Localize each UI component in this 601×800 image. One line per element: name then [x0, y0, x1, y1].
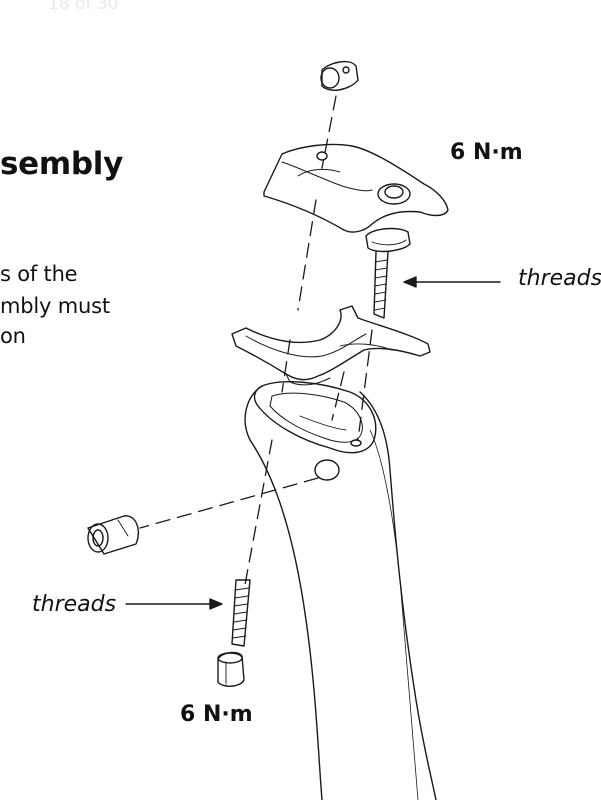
- side-barrel-pin: [87, 515, 140, 555]
- upper-saddle-clamp: [263, 143, 449, 233]
- body-text-line-1: s of the: [0, 262, 78, 286]
- assembly-axis-lines: [139, 95, 373, 591]
- seatpost-shaft: [244, 381, 437, 800]
- threads-callout-top: threads: [518, 266, 601, 291]
- page-counter: 18 of 30: [48, 0, 119, 14]
- section-heading: sembly: [0, 146, 124, 182]
- callout-arrow-top: [403, 276, 501, 288]
- top-barrel-pin: [320, 60, 359, 91]
- body-text-line-2: mbly must: [0, 294, 110, 318]
- upper-clamp-bolt: [365, 227, 411, 319]
- torque-label-bottom: 6 N·m: [180, 702, 253, 727]
- body-text-line-3: on: [0, 324, 26, 348]
- threads-callout-bottom: threads: [32, 592, 117, 617]
- callout-arrow-bottom: [125, 598, 223, 610]
- lower-clamp-bolt: [217, 579, 251, 687]
- lower-saddle-cradle: [231, 305, 431, 386]
- torque-label-top: 6 N·m: [450, 140, 523, 165]
